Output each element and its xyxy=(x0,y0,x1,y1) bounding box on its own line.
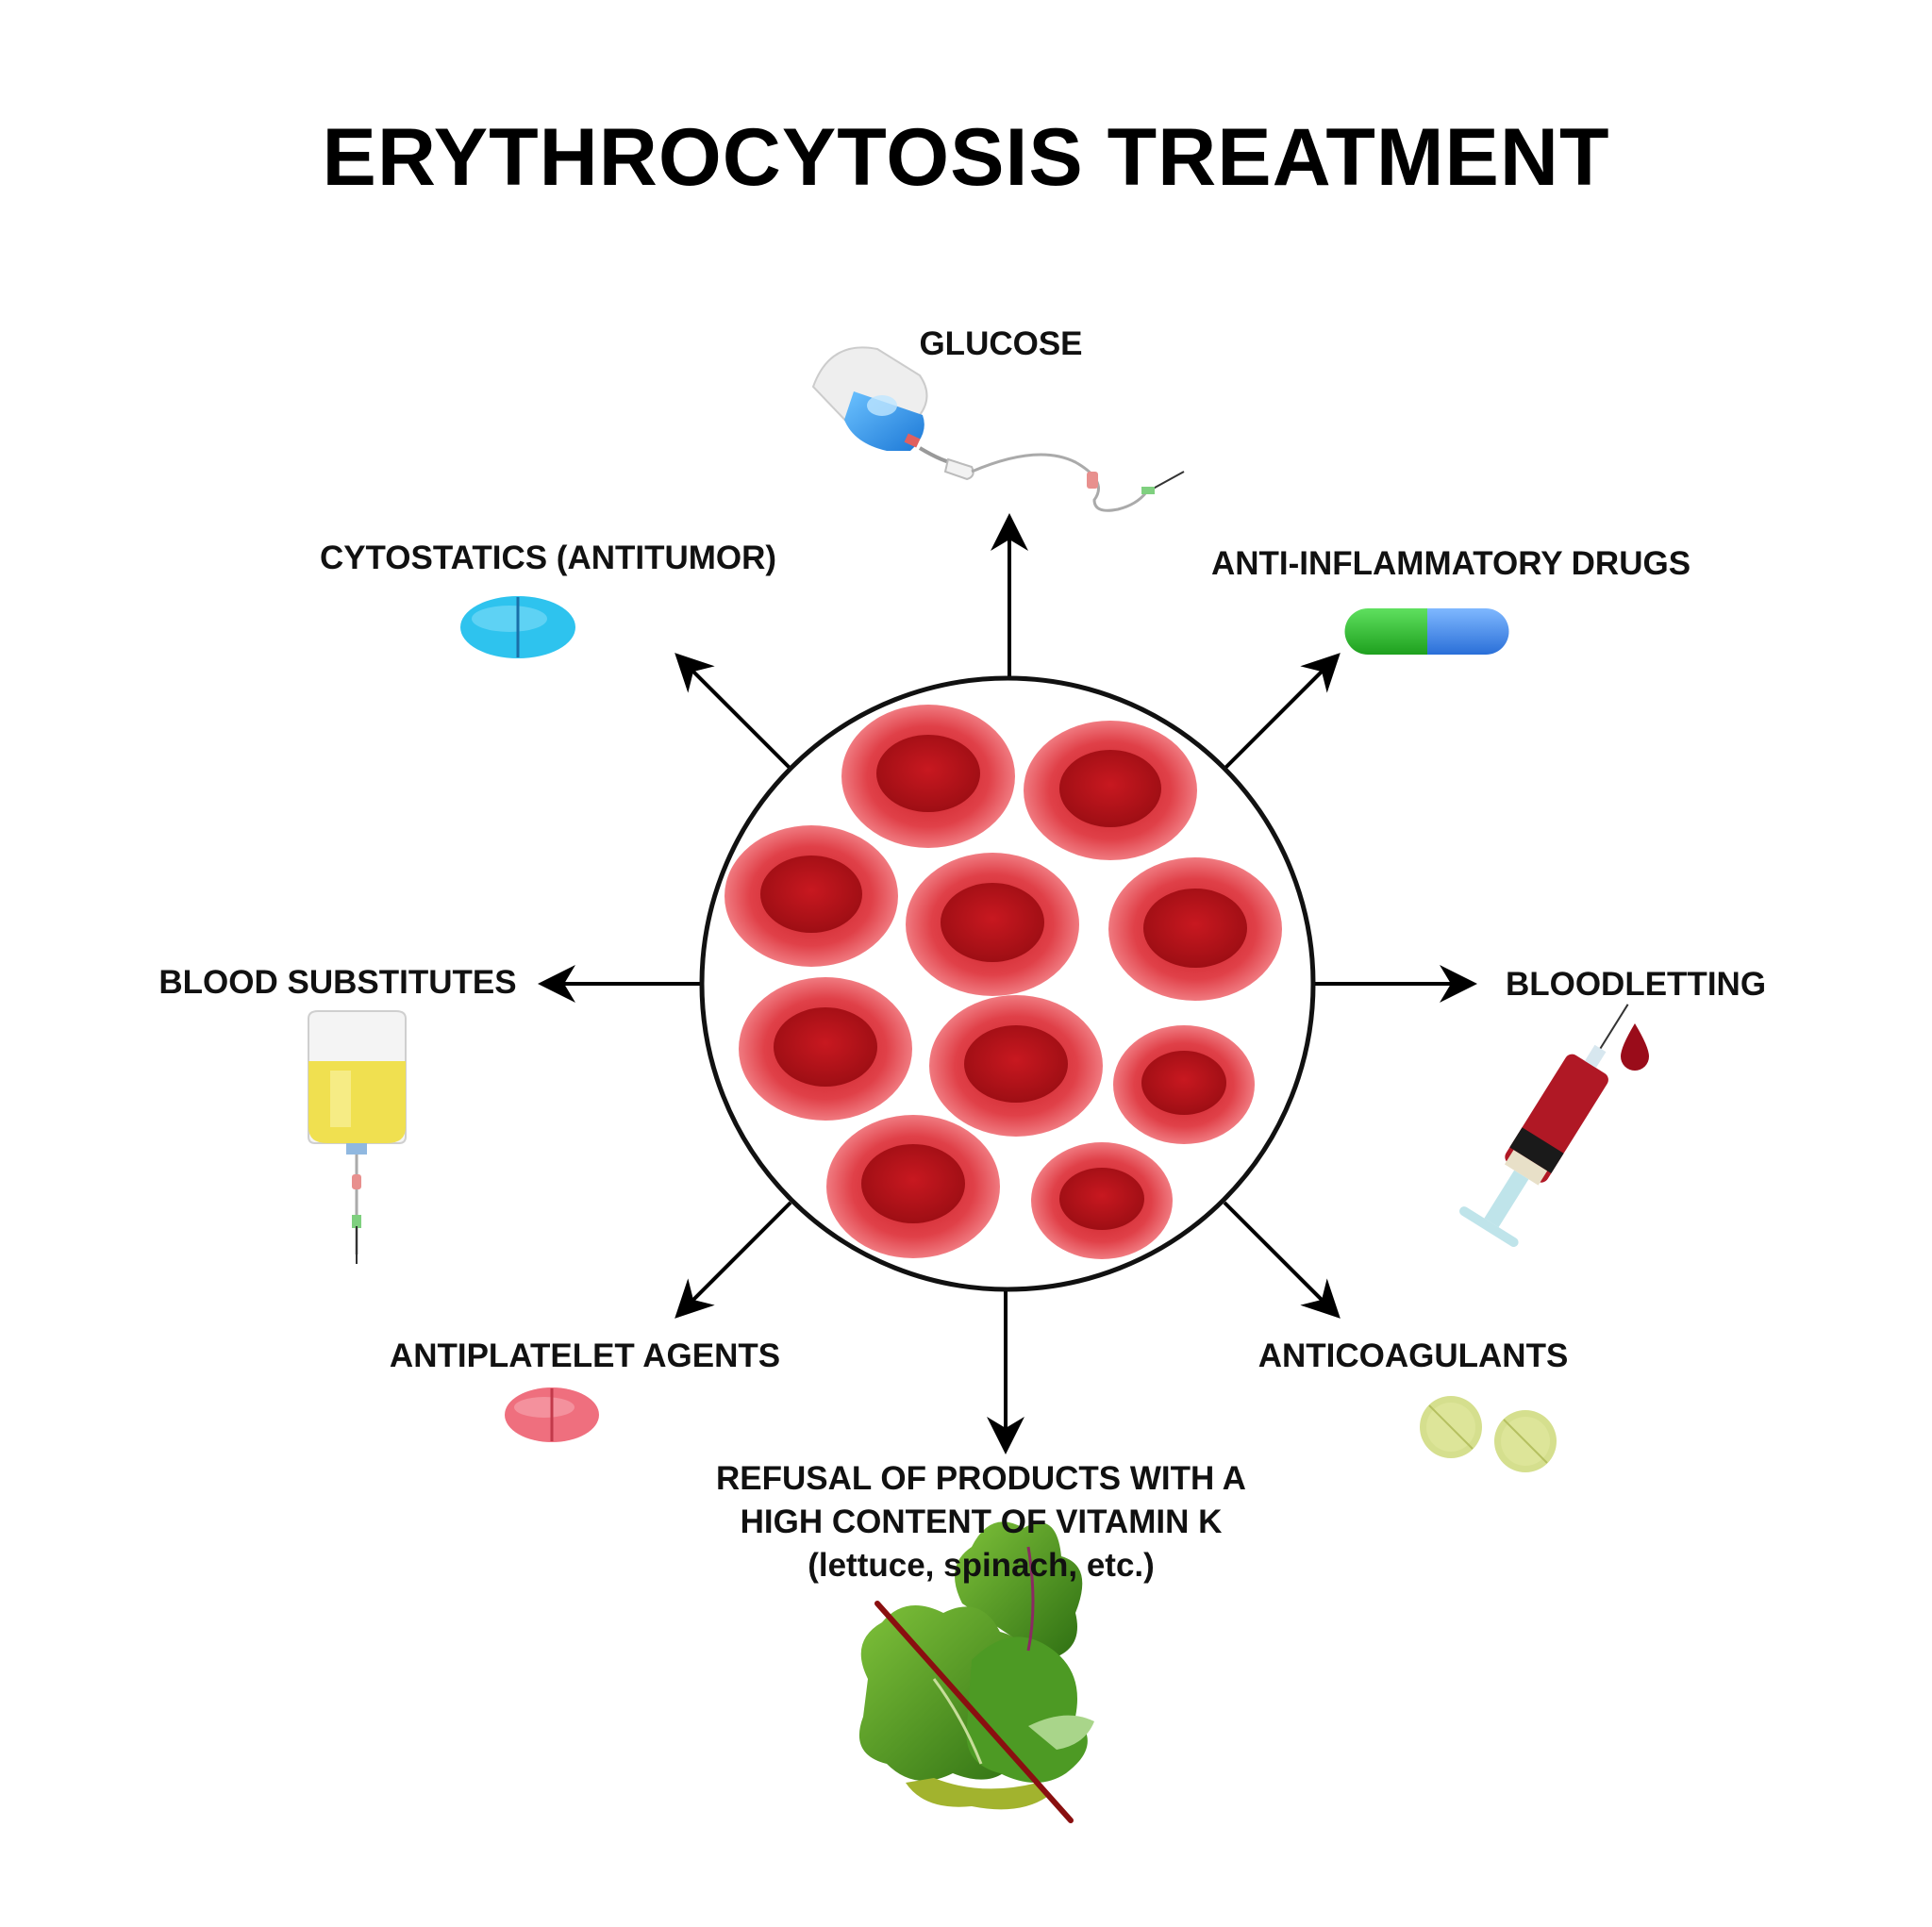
cell-4 xyxy=(906,853,1079,996)
arrows xyxy=(538,513,1477,1454)
blue-pill-icon xyxy=(460,596,575,658)
label-cytostatics: CYTOSTATICS (ANTITUMOR) xyxy=(319,540,777,576)
pink-pill-icon xyxy=(505,1387,599,1442)
page-title: ERYTHROCYTOSIS TREATMENT xyxy=(322,112,1610,203)
iv-drip-bag-icon xyxy=(811,346,1185,512)
cell-7 xyxy=(929,995,1103,1137)
cell-1 xyxy=(841,705,1015,848)
cell-9 xyxy=(826,1115,1000,1258)
arrow-anti-inflammatory xyxy=(1223,653,1341,771)
arrow-anticoagulants xyxy=(1223,1201,1341,1319)
vitamin-k-line-2: HIGH CONTENT OF VITAMIN K xyxy=(740,1503,1223,1540)
cell-5 xyxy=(1108,857,1282,1001)
label-blood-substitutes: BLOOD SUBSTITUTES xyxy=(158,964,517,1001)
label-glucose: GLUCOSE xyxy=(919,325,1083,362)
capsule-icon xyxy=(1344,608,1509,655)
cell-2 xyxy=(1024,721,1197,860)
cell-6 xyxy=(739,977,912,1121)
vitamin-k-line-3: (lettuce, spinach, etc.) xyxy=(808,1547,1155,1584)
arrow-cytostatics xyxy=(675,653,792,771)
cell-3 xyxy=(724,825,898,967)
arrow-antiplatelet xyxy=(675,1201,792,1319)
label-antiplatelet: ANTIPLATELET AGENTS xyxy=(389,1337,781,1374)
label-anticoagulants: ANTICOAGULANTS xyxy=(1257,1337,1569,1374)
crossed-out-greens-icon xyxy=(858,1521,1094,1823)
cell-10 xyxy=(1031,1142,1173,1259)
red-blood-cells-icon xyxy=(699,675,1316,1292)
label-vitamin-k: REFUSAL OF PRODUCTS WITH A HIGH CONTENT … xyxy=(557,1457,1406,1587)
infusion-bag-icon xyxy=(308,1010,407,1264)
vitamin-k-line-1: REFUSAL OF PRODUCTS WITH A xyxy=(716,1460,1246,1497)
syringe-icon xyxy=(1459,1004,1649,1248)
label-bloodletting: BLOODLETTING xyxy=(1505,966,1767,1003)
tablets-icon xyxy=(1420,1396,1557,1472)
cell-8 xyxy=(1113,1025,1255,1144)
label-anti-inflammatory: ANTI-INFLAMMATORY DRUGS xyxy=(1210,545,1691,582)
